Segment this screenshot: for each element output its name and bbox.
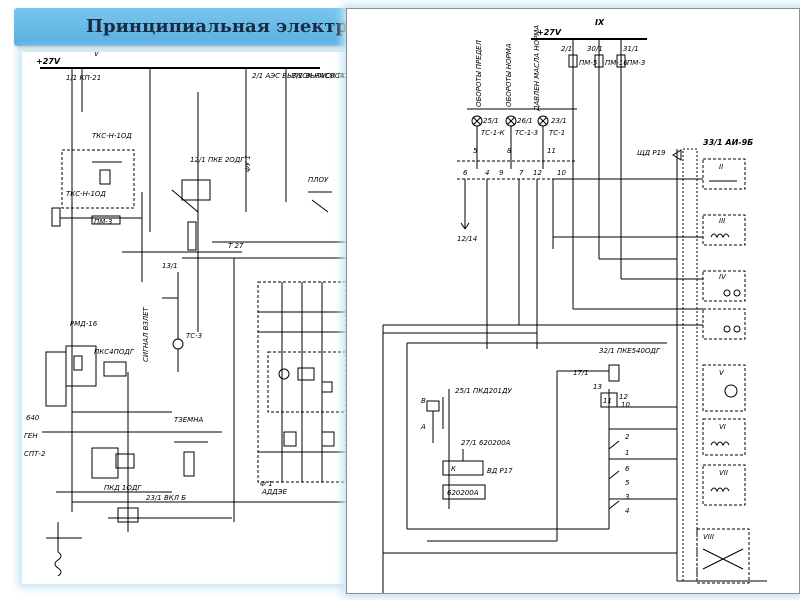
right-relay-left: 25/1 ПКД201ДУ (455, 387, 512, 395)
right-small-2: 1 (625, 449, 629, 457)
right-terminal-11: 11 (547, 147, 556, 155)
right-fuse-1: 2/1 (561, 45, 572, 53)
right-small-3: 6 (625, 465, 630, 473)
right-roman-8: VIII (703, 533, 714, 541)
left-gen: ГЕН (24, 432, 38, 440)
right-terminal-8: 8 (507, 147, 512, 155)
right-k17: 17/1 (573, 369, 589, 377)
left-label-tg: Т 27 (228, 242, 244, 250)
right-lamp-title-3: ДАВЛЕН МАСЛА НОРМА (533, 25, 541, 112)
left-schematic-panel: +27V V 1/1 КП-21 2/1 АЭС ВЫПУСК НАСОСА 3… (22, 50, 357, 584)
left-schematic: +27V V 1/1 КП-21 2/1 АЭС ВЫПУСК НАСОСА 3… (24, 50, 357, 577)
left-k640: 640 (26, 414, 40, 422)
right-fuse-2-sub: ПМ-16 (605, 59, 628, 67)
right-roman-7: VII (719, 469, 728, 477)
right-pin-13: 13 (593, 383, 602, 391)
right-letter-a: А (420, 423, 426, 431)
right-bus-roman: IX (595, 18, 605, 27)
left-fu: ФУ 1 (244, 155, 252, 172)
left-a-ax: АДДЭЕ (261, 488, 288, 496)
right-fuse-3: 31/1 (623, 45, 639, 53)
right-small-1: 2 (625, 433, 630, 441)
right-trow-3: 9 (499, 169, 504, 177)
left-bus-roman: V (94, 52, 100, 58)
right-ts-label-3: ТС-1 (549, 129, 565, 137)
right-letter-k: К (451, 465, 457, 473)
left-ts3: ТС-3 (186, 332, 202, 340)
right-lamp-label-1: 25/1 (483, 117, 499, 125)
left-tzemna: ТЗЕМНА (174, 416, 203, 424)
left-tkd-mid: ТКС-Н-1ОД (66, 190, 106, 198)
left-spt: СПТ-2 (24, 450, 46, 458)
right-schematic: +27V IX 2/1 ПМ-5 30/1 ПМ-16 31/1 ПМ-3 ОБ… (382, 18, 767, 593)
right-res-2: ВД Р17 (487, 467, 513, 475)
right-trow-6: 10 (557, 169, 566, 177)
right-res-3: 620200А (447, 489, 479, 497)
left-label-ts3-top: 13/1 (162, 262, 178, 270)
left-plou: ПЛОУ (308, 176, 329, 184)
slide-title: Принципиальная электри (86, 16, 348, 37)
right-trow-2: 4 (485, 169, 489, 177)
right-pin-11: 11 (603, 397, 612, 405)
right-trow-1: 6 (463, 169, 468, 177)
left-rmd: РМД-16 (70, 320, 98, 328)
right-ts-label-2: ТС-1-3 (515, 129, 538, 137)
right-res-1: 27/1 620200А (461, 439, 511, 447)
right-ts-label-1: ТС-1-К (481, 129, 506, 137)
right-roman-4: IV (719, 273, 727, 281)
right-lamp-label-2: 26/1 (517, 117, 533, 125)
left-tkd-top: ТКС-Н-1ОД (92, 132, 132, 140)
right-fuse-1-sub: ПМ-5 (579, 59, 598, 67)
right-trow-4: 7 (519, 169, 524, 177)
left-pm-mid: ПМ-3 (94, 218, 112, 226)
right-modules: II III IV V VI VII VIII (696, 158, 750, 584)
right-schematic-panel: +27V IX 2/1 ПМ-5 30/1 ПМ-16 31/1 ПМ-3 ОБ… (346, 8, 800, 594)
left-feeder-3: 3/1 ВЫПУСК ГОСТ (292, 72, 346, 80)
left-ts-sig-label: СИГНАЛ ВЗЛЕТ (142, 306, 150, 362)
left-pk-lower: ПКС4ПОДГ (94, 348, 135, 356)
right-small-6: 4 (625, 507, 629, 515)
right-letter-b: В (421, 397, 426, 405)
right-lamp-title-2: ОБОРОТЫ НОРМА (505, 43, 513, 107)
right-pin-12: 12 (619, 393, 628, 401)
left-pkd-low: ПКД 1ОДГ (104, 484, 142, 492)
left-label-f1: Ф 1 (260, 480, 273, 488)
right-small-5: 3 (625, 493, 629, 501)
right-bus-voltage: +27V (537, 28, 562, 37)
right-terminal-5: 5 (473, 147, 478, 155)
right-relay-top: 32/1 ПКЕ540ОДГ (599, 347, 661, 355)
left-pkd-top: 12/1 ПКЕ 2ОДГ (190, 156, 245, 164)
right-lamp-title-1: ОБОРОТЫ ПРЕДЕЛ (475, 39, 483, 107)
right-panel-label: 33/1 АИ-9Б (703, 138, 753, 147)
right-pin-10: 10 (621, 401, 630, 409)
right-fuse-3-sub: ПМ-3 (627, 59, 645, 67)
right-shd-label: ЩД Р19 (637, 149, 666, 157)
left-blk: 23/1 ВКЛ Б (146, 494, 186, 502)
right-fuse-2: 30/1 (587, 45, 603, 53)
right-small-4: 5 (625, 479, 630, 487)
right-roman-5: V (719, 369, 725, 377)
left-feeder-1: 1/1 КП-21 (66, 74, 101, 82)
right-lamp-label-3: 23/1 (551, 117, 567, 125)
left-feeder-2: 2/1 АЭС ВЫПУСК НАСОСА (252, 72, 345, 80)
right-roman-2: II (719, 163, 723, 171)
right-roman-3: III (719, 217, 725, 225)
right-ref-12-14: 12/14 (457, 235, 477, 243)
title-bar (14, 8, 354, 46)
left-bus-voltage: +27V (36, 57, 61, 66)
right-trow-5: 12 (533, 169, 542, 177)
right-roman-6: VI (719, 423, 726, 431)
